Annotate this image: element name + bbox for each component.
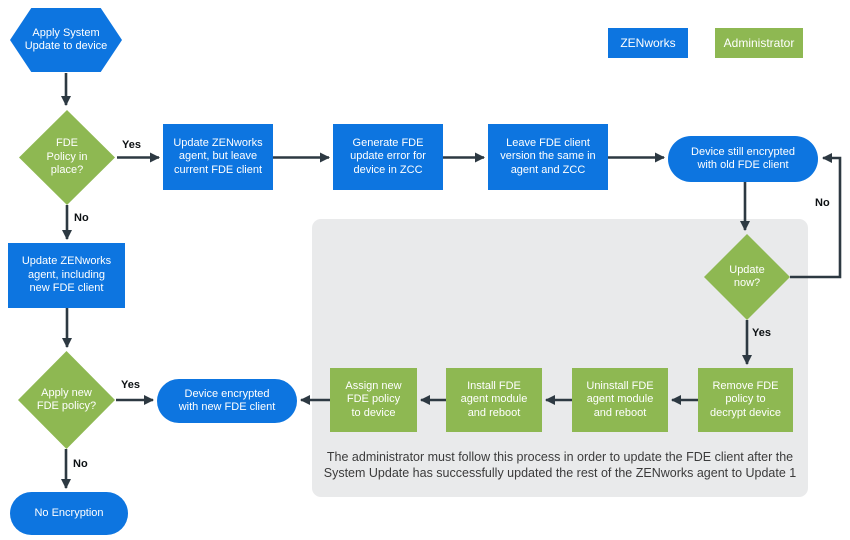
- node-generate-update-error: Generate FDE update error for device in …: [333, 124, 443, 190]
- node-start: Apply System Update to device: [10, 8, 122, 72]
- legend-administrator-label: Administrator: [723, 36, 795, 50]
- node-remove-fde-policy: Remove FDE policy to decrypt device: [698, 368, 793, 432]
- legend-zenworks: ZENworks: [608, 28, 688, 58]
- legend-zenworks-label: ZENworks: [620, 36, 676, 50]
- edge-label-no-apply: No: [73, 458, 88, 470]
- edge-label-yes-policy: Yes: [122, 139, 141, 151]
- node-device-still-encrypted: Device still encrypted with old FDE clie…: [668, 136, 818, 182]
- node-update-agent-new-client: Update ZENworks agent, including new FDE…: [8, 243, 125, 308]
- edge-label-yes-updatenow: Yes: [752, 327, 771, 339]
- node-assign-new-policy: Assign new FDE policy to device: [330, 368, 417, 432]
- node-no-encryption: No Encryption: [10, 492, 128, 535]
- node-update-agent-keep-client: Update ZENworks agent, but leave current…: [163, 124, 273, 190]
- node-install-fde-module: Install FDE agent module and reboot: [446, 368, 542, 432]
- node-device-encrypted-new: Device encrypted with new FDE client: [157, 379, 297, 423]
- legend-administrator: Administrator: [715, 28, 803, 58]
- node-uninstall-fde-module: Uninstall FDE agent module and reboot: [572, 368, 668, 432]
- edge-label-no-updatenow: No: [815, 197, 830, 209]
- node-leave-version-same: Leave FDE client version the same in age…: [488, 124, 608, 190]
- edge-label-yes-apply: Yes: [121, 379, 140, 391]
- administrator-process-note: The administrator must follow this proce…: [323, 450, 797, 480]
- edge-label-no-policy: No: [74, 212, 89, 224]
- edge-updatenow-no-loop: [790, 153, 842, 279]
